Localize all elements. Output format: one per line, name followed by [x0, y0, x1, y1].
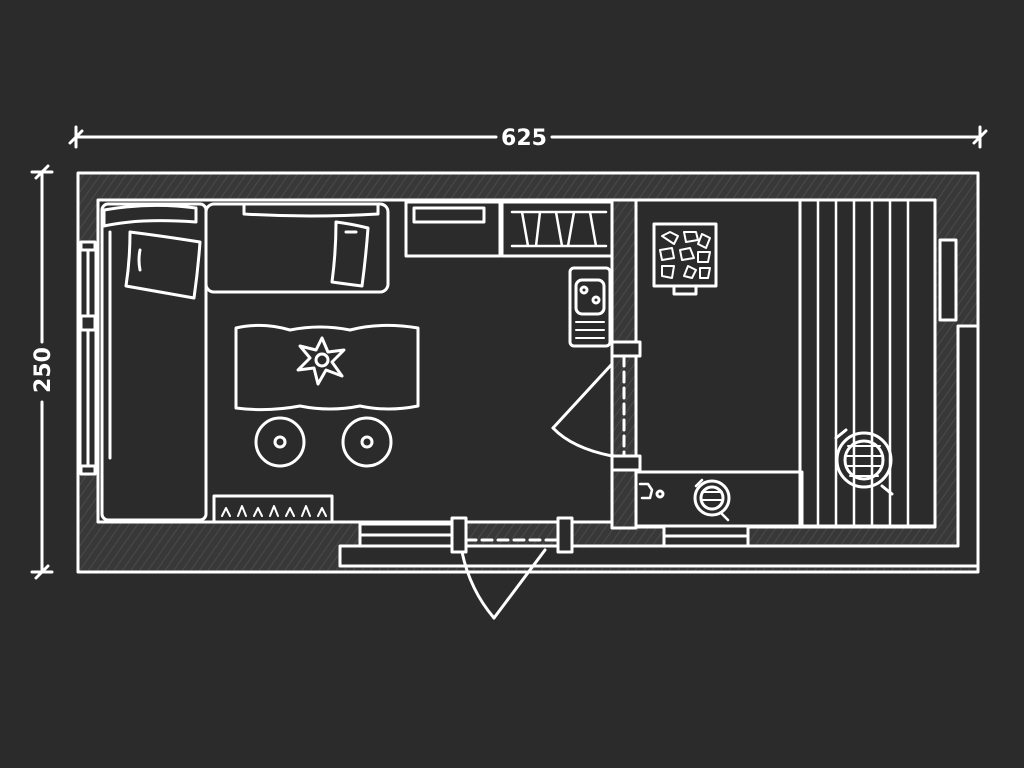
kitchen-counter: [404, 200, 614, 258]
height-dimension-label: 250: [31, 347, 56, 393]
water-bucket-icon: [834, 428, 894, 496]
width-dimension-label: 625: [501, 126, 547, 151]
sauna-door[interactable]: [551, 340, 642, 472]
height-dimension-line: [30, 164, 54, 580]
entrance-door[interactable]: [450, 516, 574, 620]
left-window: [78, 240, 98, 476]
sauna-bottom-window: [662, 524, 750, 548]
sink: [568, 266, 612, 348]
exterior-walls: [76, 171, 980, 574]
table-flower-icon: [296, 336, 346, 386]
stool-right: [341, 416, 393, 468]
sofa-back: [204, 202, 390, 294]
living-bottom-window: [358, 522, 454, 548]
sofa-pillow-right: [330, 220, 370, 288]
coffee-table: [234, 323, 420, 412]
sauna-bench-upper: [798, 198, 937, 528]
plant-box: [212, 494, 334, 524]
right-window: [938, 238, 958, 322]
width-dimension-line: [68, 125, 988, 149]
sauna-bench-lower: [634, 470, 804, 528]
wall-lamp-icon: [638, 482, 665, 500]
sofa-pillow-left: [124, 230, 202, 300]
sofa-bed: [100, 202, 208, 522]
shelf-icon: [510, 210, 608, 248]
small-bucket-icon: [693, 478, 731, 522]
sauna-heater: [652, 222, 718, 296]
stool-left: [254, 416, 306, 468]
